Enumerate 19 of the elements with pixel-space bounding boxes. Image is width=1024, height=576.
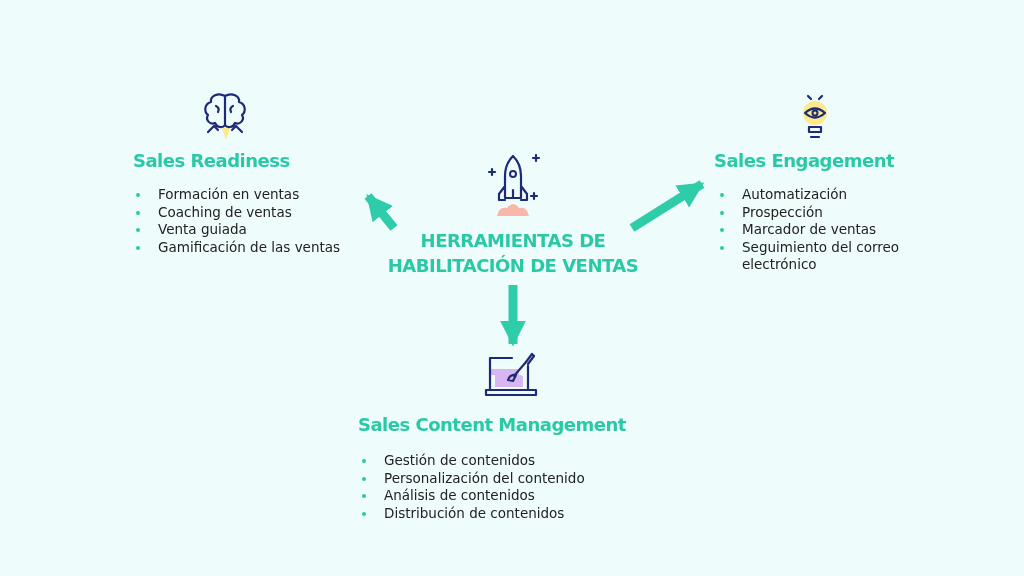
list-item: Prospección — [742, 203, 823, 220]
list-item: Venta guiada — [158, 221, 247, 237]
list-item: Personalización del contenido — [384, 469, 585, 486]
list-item: Marcador de ventas — [742, 221, 877, 237]
category-heading: Sales Readiness — [133, 150, 290, 171]
list-item: Distribución de contenidos — [384, 504, 565, 521]
list-item: Gamificación de las ventas — [158, 238, 341, 255]
arrow — [364, 193, 398, 231]
list-item: Formación en ventas — [158, 186, 300, 202]
arrow — [629, 180, 705, 232]
list-item: Análisis de contenidos — [384, 487, 535, 503]
list-item: Automatización — [742, 186, 848, 202]
category-heading: Sales Engagement — [714, 150, 895, 171]
list-item: Gestión de contenidos — [384, 452, 536, 468]
main-title: HERRAMIENTAS DE HABILITACIÓN DE VENTAS — [386, 229, 640, 278]
list-item: Coaching de ventas — [158, 203, 292, 220]
list-item: Seguimiento del correo electrónico — [742, 238, 900, 272]
arrow — [500, 285, 526, 347]
category-heading: Sales Content Management — [358, 414, 626, 435]
